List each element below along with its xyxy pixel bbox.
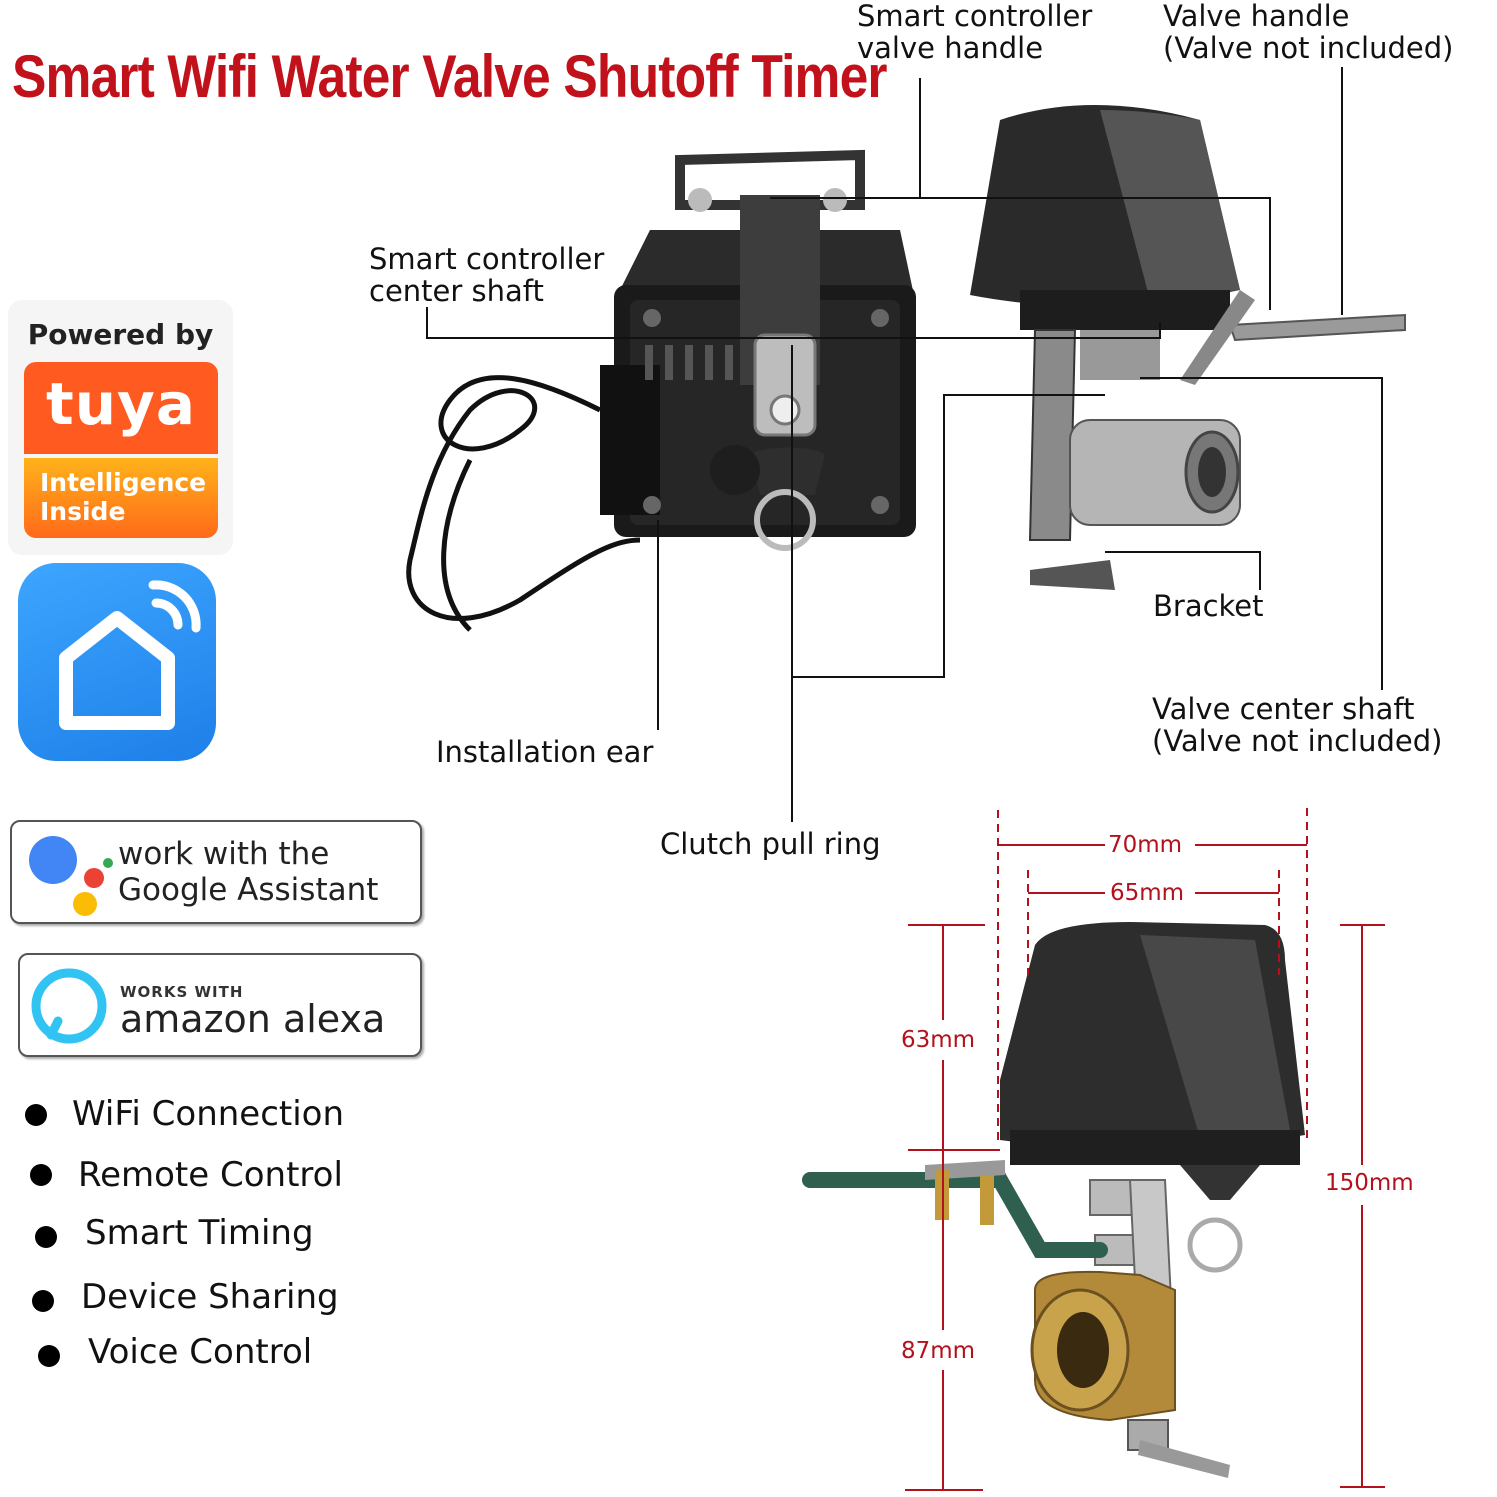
label-bracket: Bracket [1153,589,1264,623]
tuya-tagline-tile: Intelligence Inside [24,458,218,538]
feature-item: Device Sharing [81,1277,339,1317]
bullet-icon [38,1345,60,1367]
feature-item: Remote Control [78,1155,343,1195]
leader-lines [426,67,1383,822]
label-clutch-pull-ring: Clutch pull ring [660,827,881,861]
dimension-width-inner: 65mm [1110,880,1185,906]
bullet-icon [30,1164,52,1186]
alexa-amazon-alexa: amazon alexa [120,997,386,1041]
label-valve-handle: Valve handle (Valve not included) [1163,0,1454,65]
tuya-powered-by: Powered by [27,318,214,351]
google-assistant-icon [29,836,113,916]
tuya-logo-tile: tuya [24,362,218,454]
alexa-works-with: WORKS WITH [120,983,244,1001]
label-installation-ear: Installation ear [436,735,654,769]
feature-item: Voice Control [88,1332,313,1372]
google-assistant-badge: work with the Google Assistant [10,820,422,924]
tuya-tagline: Intelligence Inside [40,468,207,526]
alexa-badge: WORKS WITH amazon alexa [18,953,422,1057]
bullet-icon [25,1104,47,1126]
tuya-badge: Powered by tuya Intelligence Inside [8,300,233,555]
dimension-lines [905,808,1385,1491]
label-smart-controller-center-shaft: Smart controller center shaft [369,242,605,308]
feature-item: Smart Timing [85,1213,314,1253]
controller-body-back [600,149,916,551]
actuator-side [802,922,1305,1478]
dimension-height-bottom: 87mm [901,1338,976,1364]
tuya-logo: tuya [46,370,196,438]
smart-home-icon [18,563,216,761]
actuator-front [970,105,1406,590]
google-badge-text: work with the Google Assistant [118,836,379,908]
house-icon [59,580,201,730]
page-title: Smart Wifi Water Valve Shutoff Timer [12,43,888,110]
dimension-height-total: 150mm [1325,1170,1414,1196]
power-cable [406,375,641,632]
label-valve-center-shaft: Valve center shaft (Valve not included) [1152,692,1443,758]
dimension-width-outer: 70mm [1108,832,1183,858]
label-smart-controller-valve-handle: Smart controller valve handle [857,0,1093,65]
dimension-height-top: 63mm [901,1027,976,1053]
feature-item: WiFi Connection [72,1094,345,1134]
alexa-icon [31,968,107,1044]
bullet-icon [32,1290,54,1312]
bullet-icon [35,1226,57,1248]
